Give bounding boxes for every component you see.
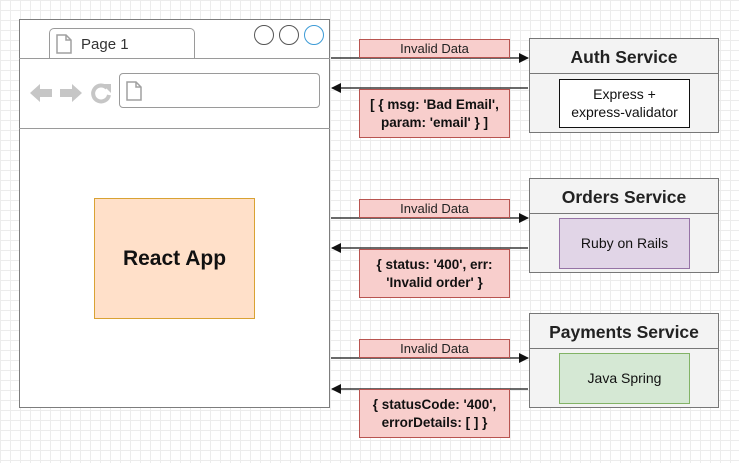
payments-service-divider — [529, 348, 719, 349]
orders-service-divider — [529, 213, 719, 214]
page-icon — [56, 34, 72, 54]
window-button-minimize[interactable] — [254, 25, 274, 45]
window-button-close[interactable] — [304, 25, 324, 45]
tab-label: Page 1 — [81, 36, 129, 53]
auth-service-title: Auth Service — [570, 47, 678, 67]
payments-service-title: Payments Service — [549, 322, 699, 342]
window-button-maximize[interactable] — [279, 25, 299, 45]
auth-service-tech: Express + express-validator — [559, 79, 690, 128]
response-label-payments: { statusCode: '400', errorDetails: [ ] } — [359, 389, 510, 438]
back-arrow-icon[interactable] — [29, 82, 53, 104]
orders-service-tech: Ruby on Rails — [559, 218, 690, 269]
request-label-auth: Invalid Data — [359, 39, 510, 58]
request-label-payments: Invalid Data — [359, 339, 510, 358]
response-label-auth: [ { msg: 'Bad Email', param: 'email' } ] — [359, 89, 510, 138]
react-app-label: React App — [122, 246, 227, 270]
response-label-orders: { status: '400', err: 'Invalid order' } — [359, 249, 510, 298]
forward-arrow-icon[interactable] — [59, 82, 83, 104]
request-label-orders: Invalid Data — [359, 199, 510, 218]
reload-icon[interactable] — [89, 81, 113, 105]
payments-service-tech: Java Spring — [559, 353, 690, 404]
browser-tab[interactable] — [49, 28, 195, 59]
address-bar[interactable] — [119, 73, 320, 108]
address-page-icon — [126, 81, 142, 101]
orders-service-title: Orders Service — [561, 187, 687, 207]
auth-service-divider — [529, 73, 719, 74]
react-app-box — [94, 198, 255, 319]
tab-bar-divider — [19, 58, 330, 59]
toolbar-divider — [19, 128, 330, 129]
